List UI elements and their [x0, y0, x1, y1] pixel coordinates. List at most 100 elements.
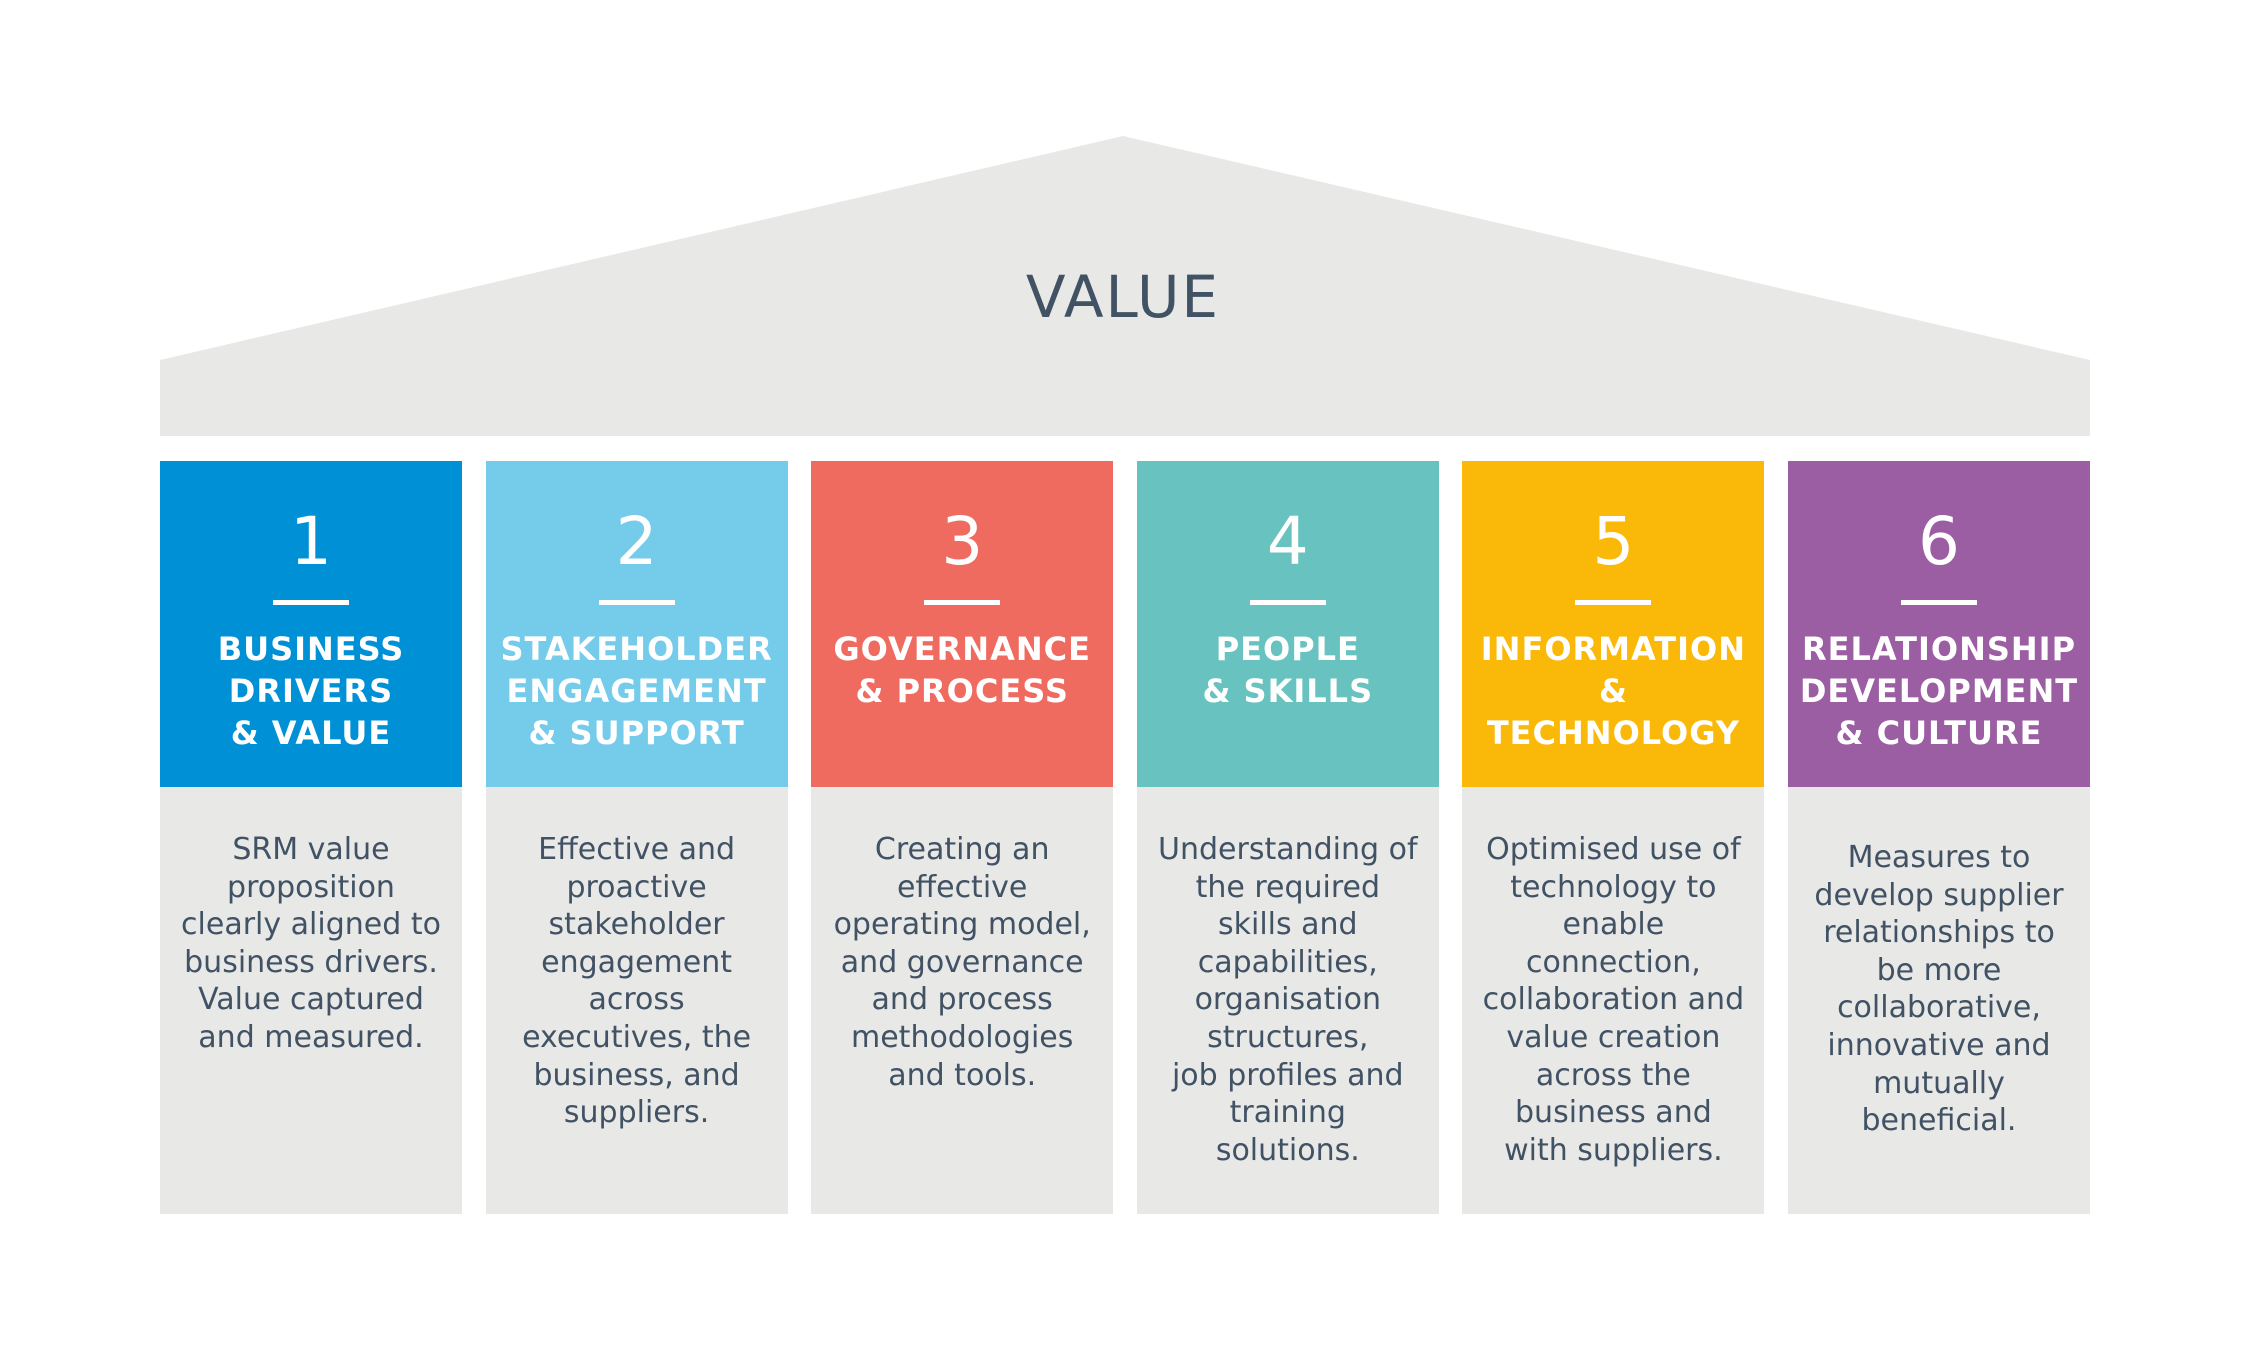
pillar-description-line: enable — [1562, 907, 1665, 943]
pillar-description-line: mutually — [1873, 1065, 2005, 1101]
pillar-description-line: solutions. — [1215, 1132, 1360, 1168]
roof-title: VALUE — [1025, 263, 1221, 331]
pillar-label: STAKEHOLDER ENGAGEMENT & SUPPORT — [492, 628, 782, 754]
pillar-description-line: engagement — [541, 944, 733, 980]
pillar-description-line: the required — [1195, 869, 1381, 905]
pillar-description-line: capabilities, — [1197, 944, 1378, 980]
pillar-number: 1 — [290, 503, 332, 580]
pillar-description-line: and governance — [840, 944, 1084, 980]
pillar-label: BUSINESS DRIVERS & VALUE — [166, 628, 456, 754]
pillar-divider — [598, 600, 675, 605]
pillar-divider — [1249, 600, 1326, 605]
pillar-description-line: Effective and — [538, 832, 736, 867]
pillar-description-line: collaboration and — [1482, 982, 1745, 1018]
pillar-label-line: & SUPPORT — [528, 714, 745, 752]
pillar-description-line: across — [588, 982, 685, 1018]
pillar-description-line: technology to — [1510, 869, 1717, 905]
pillar-label-line: RELATIONSHIP — [1801, 630, 2077, 668]
pillar-description-line: suppliers. — [563, 1095, 710, 1131]
pillar-number: 5 — [1592, 503, 1635, 580]
pillar-description-line: develop supplier — [1814, 877, 2064, 913]
pillar-description-line: connection, — [1525, 944, 1701, 980]
pillar-description-line: business, and — [533, 1057, 740, 1093]
pillar-label-line: & PROCESS — [855, 672, 1069, 710]
pillar-description-line: Creating an — [874, 832, 1050, 867]
pillar-label-line: DRIVERS — [228, 672, 394, 710]
pillar-description-line: SRM value — [232, 832, 390, 867]
pillar-number: 3 — [941, 503, 984, 580]
pillar-label-line: ENGAGEMENT — [506, 672, 767, 710]
pillar-description-line: skills and — [1217, 907, 1358, 943]
pillar-label-line: & SKILLS — [1202, 672, 1374, 710]
pillar-description-line: value creation — [1506, 1019, 1721, 1055]
pillar-description-line: beneficial. — [1861, 1103, 2017, 1139]
pillar-description-line: Value captured — [198, 982, 424, 1018]
pillar-description-line: innovative and — [1827, 1027, 2051, 1063]
pillar-label: GOVERNANCE & PROCESS — [817, 628, 1107, 712]
pillar-description-line: methodologies — [851, 1019, 1074, 1055]
pillar-label-line: BUSINESS — [217, 630, 405, 668]
pillar-description-line: and tools. — [888, 1057, 1037, 1093]
pillar-description-line: with suppliers. — [1504, 1132, 1723, 1168]
pillar-number: 4 — [1266, 503, 1309, 580]
pillar-description-line: Optimised use of — [1486, 832, 1741, 867]
pillar-label-line: DEVELOPMENT — [1799, 672, 2079, 710]
pillar-description-line: collaborative, — [1837, 990, 2041, 1026]
pillar-label-line: GOVERNANCE — [833, 630, 1091, 668]
pillar-label-line: PEOPLE — [1215, 630, 1360, 668]
pillar-divider — [924, 600, 1001, 605]
pillar-description-line: proposition — [227, 869, 395, 905]
pillar-label-line: & VALUE — [230, 714, 392, 752]
pillar-description-line: effective — [896, 869, 1028, 905]
pillar-number: 2 — [615, 503, 658, 580]
pillar-label: PEOPLE & SKILLS — [1143, 628, 1433, 712]
pillar-description-line: and measured. — [198, 1019, 424, 1055]
pillar-divider — [1901, 600, 1977, 605]
pillar-description-line: Measures to — [1847, 840, 2031, 875]
pillar-description-line: executives, the — [522, 1019, 752, 1055]
pillar-description-line: business and — [1515, 1095, 1712, 1131]
pillar-divider — [1575, 600, 1652, 605]
pillar-label-line: INFORMATION — [1480, 630, 1746, 668]
pillar-description-line: relationships to — [1823, 915, 2055, 951]
pillar-description-line: and process — [871, 982, 1053, 1018]
pillar-description-line: operating model, — [833, 907, 1091, 943]
roof-shape — [160, 136, 2090, 436]
pillar-description-line: organisation — [1194, 982, 1381, 1018]
pillar-description-line: business drivers. — [184, 944, 438, 980]
pillar-description-line: job profiles and — [1171, 1057, 1404, 1093]
pillar-description-line: structures, — [1207, 1019, 1369, 1055]
pillar-number: 6 — [1918, 503, 1960, 580]
pillar-label-line: & TECHNOLOGY — [1486, 672, 1740, 752]
pillar-description-line: clearly aligned to — [181, 907, 441, 943]
pillar-description-line: stakeholder — [548, 907, 725, 943]
pillar-label-line: STAKEHOLDER — [500, 630, 773, 668]
pillar-label: INFORMATION & TECHNOLOGY — [1468, 628, 1758, 754]
pillar-description-line: be more — [1876, 952, 2002, 988]
pillar-description-line: training — [1229, 1095, 1346, 1131]
